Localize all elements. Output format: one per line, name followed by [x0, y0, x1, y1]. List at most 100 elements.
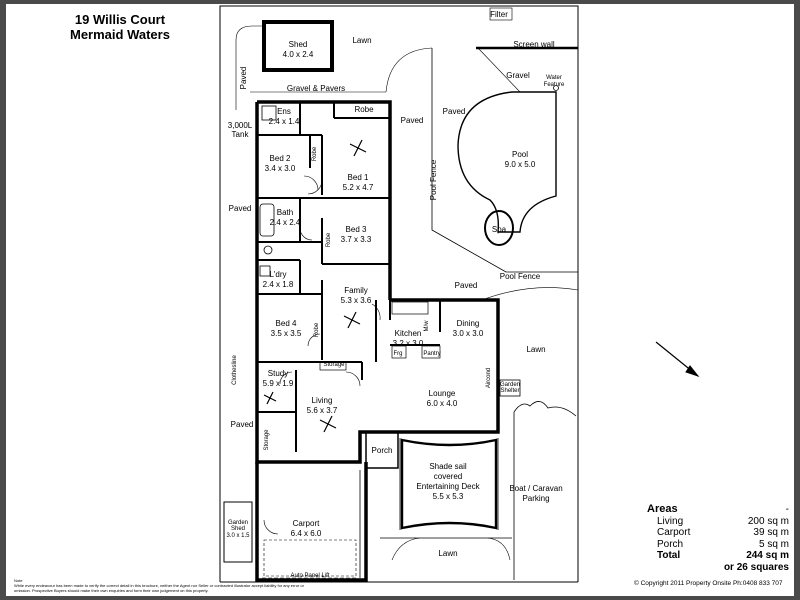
label-carport-size: 6.4 x 6.0	[291, 529, 322, 538]
label-auto-panel-lift: Auto Panel Lift	[290, 573, 329, 579]
fridge-recess	[391, 345, 407, 359]
label-aircon: Aircond	[486, 368, 492, 388]
label-gravel-pavers: Gravel & Pavers	[287, 84, 345, 93]
label-garden-shed-2: Shed	[231, 526, 245, 532]
label-mw: M/w	[424, 320, 430, 332]
storage-box	[319, 361, 347, 371]
water-feature-icon	[553, 85, 559, 91]
paved-curve-bottom	[481, 287, 579, 301]
note-heading: Note	[14, 578, 23, 583]
label-pool-size: 9.0 x 5.0	[505, 160, 536, 169]
label-family: Family	[344, 286, 368, 295]
deck-outline	[400, 438, 498, 530]
house-interior-walls	[257, 102, 499, 452]
label-garden-shed: Garden	[228, 520, 248, 526]
label-pantry: Pantry	[423, 351, 440, 357]
label-garden-shed-size: 3.0 x 1.5	[226, 533, 250, 539]
laundry-trough	[259, 265, 271, 277]
area-living-value: 200 sq m	[747, 515, 789, 527]
label-living-size: 5.6 x 3.7	[307, 406, 338, 415]
label-kitchen-size: 3.2 x 3.0	[393, 339, 424, 348]
area-porch-label: Porch	[657, 538, 684, 550]
label-dining-size: 3.0 x 3.0	[453, 329, 484, 338]
label-bath-size: 2.4 x 2.4	[270, 218, 301, 227]
garden-shed-outline	[223, 501, 253, 563]
label-deck-3: Entertaining Deck	[416, 482, 480, 491]
label-lawn-top: Lawn	[352, 36, 371, 45]
label-bed3: Bed 3	[346, 225, 367, 234]
area-carport-value: 39 sq m	[753, 527, 789, 538]
label-ldry-size: 2.4 x 1.8	[263, 280, 294, 289]
area-total-value: 244 sq m	[746, 550, 789, 561]
areas-heading: Areas	[647, 503, 678, 515]
plan-labels: Filter Lawn Shed 4.0 x 2.4 Screen wall G…	[226, 10, 565, 579]
area-squares: or 26 squares	[723, 561, 789, 573]
floor-plan-sheet: 19 Willis Court Mermaid Waters	[6, 4, 794, 596]
label-dining: Dining	[457, 319, 480, 328]
area-total-label: Total	[657, 550, 681, 561]
label-deck-2: covered	[434, 472, 462, 481]
label-filter: Filter	[490, 10, 508, 19]
ceiling-fans	[263, 139, 367, 433]
copyright-text: © Copyright 2011 Property Onsite Ph:0408…	[634, 580, 783, 587]
porch-outline	[365, 431, 399, 469]
label-kitchen: Kitchen	[395, 329, 422, 338]
label-storage-1: Storage	[323, 362, 345, 368]
label-bed4: Bed 4	[276, 319, 297, 328]
label-boat-2: Parking	[522, 494, 549, 503]
label-lounge-size: 6.0 x 4.0	[427, 399, 458, 408]
pool-outline	[457, 91, 557, 233]
label-bed1: Bed 1	[348, 173, 369, 182]
label-robe-4: Robe	[314, 322, 320, 337]
areas-dash: -	[785, 504, 789, 515]
site-boundary	[219, 5, 579, 582]
path-curve-left	[235, 25, 262, 110]
label-ens-size: 2.4 x 1.4	[269, 117, 300, 126]
spa-outline	[484, 210, 514, 246]
label-ens: Ens	[277, 107, 291, 116]
label-family-size: 5.3 x 3.6	[341, 296, 372, 305]
label-shed-size: 4.0 x 2.4	[283, 50, 314, 59]
label-spa: Spa	[492, 225, 507, 234]
label-living: Living	[312, 396, 333, 405]
label-tank-2: Tank	[232, 130, 250, 139]
label-gravel: Gravel	[506, 71, 530, 80]
label-pool-fence: Pool Fence	[500, 272, 541, 281]
label-screen-wall: Screen wall	[513, 40, 555, 49]
label-bed2: Bed 2	[270, 154, 291, 163]
label-paved-side: Paved	[401, 116, 424, 125]
label-robe-2: Robe	[312, 146, 318, 161]
area-porch-value: 5 sq m	[758, 538, 789, 550]
label-bed4-size: 3.5 x 3.5	[271, 329, 302, 338]
label-carport: Carport	[293, 519, 320, 528]
label-paved-pool: Paved	[443, 107, 466, 116]
garden-shelter-box	[499, 379, 521, 397]
label-bed1-size: 5.2 x 4.7	[343, 183, 374, 192]
label-tank: 3,000L	[228, 121, 253, 130]
address-line-2: Mermaid Waters	[70, 27, 170, 42]
label-study-size: 5.9 x 1.9	[263, 379, 294, 388]
label-shed: Shed	[289, 40, 308, 49]
label-pool: Pool	[512, 150, 528, 159]
label-robe-1: Robe	[354, 105, 374, 114]
label-paved-shed: Paved	[239, 67, 248, 90]
address-block: 19 Willis Court Mermaid Waters	[70, 12, 170, 42]
label-boat-1: Boat / Caravan	[509, 484, 562, 493]
label-paved-west: Paved	[229, 204, 252, 213]
label-frg: Frg	[394, 351, 403, 357]
label-water-feature-2: Feature	[544, 82, 565, 88]
north-arrow-icon	[655, 341, 700, 378]
label-lawn-east: Lawn	[526, 345, 545, 354]
label-garden-shelter-1: Garden	[500, 382, 520, 388]
label-bath: Bath	[277, 208, 293, 217]
parking-boundary	[513, 401, 577, 417]
door-swings	[263, 175, 381, 535]
pool-fence-line	[431, 48, 578, 273]
toilet-icon	[263, 245, 273, 255]
disclaimer-note: Note While every endeavour has been made…	[14, 578, 314, 593]
lawn-curve-right	[487, 537, 511, 561]
area-carport-label: Carport	[657, 527, 691, 538]
label-bed3-size: 3.7 x 3.3	[341, 235, 372, 244]
label-pool-fence-vertical: Pool Fence	[429, 159, 438, 200]
bath-tub	[259, 203, 275, 237]
